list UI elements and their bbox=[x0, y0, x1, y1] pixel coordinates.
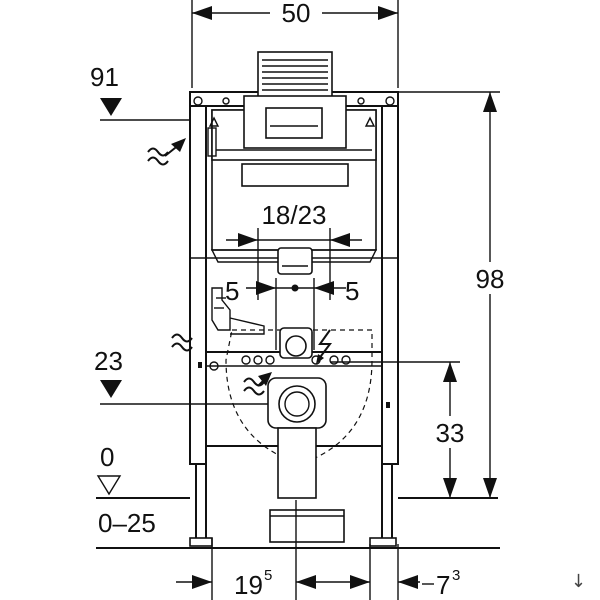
frame-mark bbox=[386, 402, 390, 408]
flush-spacing-label: 18/23 bbox=[261, 200, 326, 230]
floor-lines: 0 0–25 bbox=[96, 442, 500, 549]
offset-left-label: 5 bbox=[225, 276, 239, 306]
floor-zero-label: 0 bbox=[100, 442, 114, 472]
outlet-height-label: 33 bbox=[436, 418, 465, 448]
top-level-label: 91 bbox=[90, 62, 119, 92]
connection-bar bbox=[209, 327, 351, 371]
download-icon[interactable]: ↓ bbox=[570, 571, 586, 592]
actuator-box bbox=[277, 247, 313, 275]
water-supply-icon bbox=[147, 138, 186, 166]
width-label: 50 bbox=[282, 0, 311, 28]
offset-dimension: 5 5 bbox=[225, 276, 359, 350]
flush-plate bbox=[243, 51, 347, 149]
drain-elbow bbox=[267, 377, 345, 543]
bottom-left-label: 19 bbox=[234, 570, 263, 600]
frame-height-dimension: 98 bbox=[398, 91, 510, 498]
mounting-frame bbox=[189, 91, 399, 547]
inlet-level-marker: 23 bbox=[94, 346, 276, 405]
inlet-level-label: 23 bbox=[94, 346, 123, 376]
top-level-marker: 91 bbox=[90, 62, 190, 121]
outlet-height-dimension: 33 bbox=[330, 361, 470, 498]
bottom-left-sup: 5 bbox=[264, 567, 272, 584]
frame-height-label: 98 bbox=[476, 264, 505, 294]
offset-right-label: 5 bbox=[345, 276, 359, 306]
electrical-icon bbox=[316, 329, 332, 364]
frame-mark-left bbox=[198, 362, 202, 368]
bottom-right-label: 7 bbox=[436, 570, 450, 600]
bottom-dimensions: 19 5 7 3 bbox=[176, 500, 460, 600]
water-supply-icon-lower bbox=[171, 333, 272, 396]
width-dimension: 50 bbox=[191, 0, 399, 88]
floor-range-label: 0–25 bbox=[98, 508, 156, 538]
bottom-right-sup: 3 bbox=[452, 567, 460, 584]
